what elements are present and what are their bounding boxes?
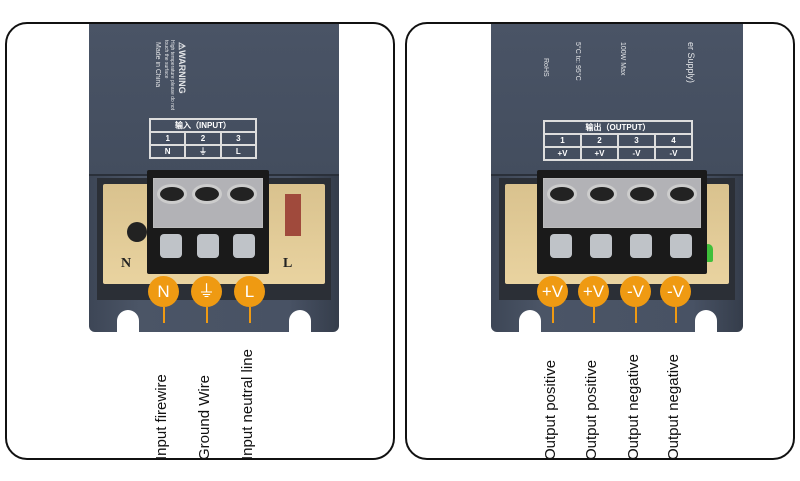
power-marking: 100W Max [619, 42, 626, 76]
table-symbol: ⏚ [185, 145, 221, 158]
output-terminal-block [537, 170, 707, 274]
table-symbol: -V [655, 147, 692, 160]
table-number: 4 [655, 134, 692, 147]
input-terminal-table: 输入（INPUT） 1 2 3 N ⏚ L [149, 118, 257, 159]
table-symbol: N [150, 145, 186, 158]
power-supply-case: ⚠WARNING High temperature please do not … [89, 24, 339, 332]
table-symbol: +V [581, 147, 618, 160]
output-terminal-panel: er Supply) 100W Max 5°C tc: 95°C RoHS 输出… [405, 22, 795, 460]
table-symbol: +V [544, 147, 581, 160]
table-number: 1 [544, 134, 581, 147]
terminal-label: Input neutral line [239, 349, 256, 460]
terminal-badge-pos2: +V [578, 276, 609, 307]
terminal-badge-pos1: +V [537, 276, 568, 307]
table-number: 2 [185, 132, 221, 145]
terminal-label: Output negative [665, 354, 682, 460]
terminal-label: Input firewire [153, 374, 170, 460]
table-symbol: L [220, 145, 256, 158]
warning-text: High temperature please do not touch the… [163, 40, 175, 111]
table-title: 输出（OUTPUT） [544, 121, 692, 134]
terminal-badge-neg1: -V [620, 276, 651, 307]
fuse [285, 194, 301, 236]
table-number: 3 [220, 132, 256, 145]
terminal-label: Ground Wire [196, 374, 213, 460]
terminal-badge-n: N [148, 276, 179, 307]
table-number: 2 [581, 134, 618, 147]
table-number: 3 [618, 134, 655, 147]
output-terminal-table: 输出（OUTPUT） 1 2 3 4 +V +V -V -V [543, 120, 693, 161]
power-supply-case: er Supply) 100W Max 5°C tc: 95°C RoHS 输出… [491, 24, 743, 332]
terminal-label: Output positive [542, 359, 559, 460]
led-indicator [703, 244, 713, 262]
rohs-marking: RoHS [542, 58, 549, 77]
terminal-badge-neg2: -V [660, 276, 691, 307]
temp-marking: 5°C tc: 95°C [574, 42, 581, 81]
title-marking: er Supply) [686, 42, 696, 84]
warning-marking: ⚠WARNING [177, 42, 187, 94]
ground-screw [127, 222, 147, 242]
pcb-label-n: N [121, 256, 132, 271]
terminal-badge-ground: ⏚ [191, 276, 222, 307]
terminal-label: Output negative [625, 354, 642, 460]
input-terminal-panel: ⚠WARNING High temperature please do not … [5, 22, 395, 460]
input-terminal-block [147, 170, 269, 274]
pcb-label-l: L [283, 256, 293, 271]
origin-marking: Made in China [154, 42, 161, 88]
terminal-badge-l: L [234, 276, 265, 307]
table-number: 1 [150, 132, 186, 145]
terminal-label: Output positive [583, 359, 600, 460]
table-symbol: -V [618, 147, 655, 160]
table-title: 输入（INPUT） [150, 119, 256, 132]
